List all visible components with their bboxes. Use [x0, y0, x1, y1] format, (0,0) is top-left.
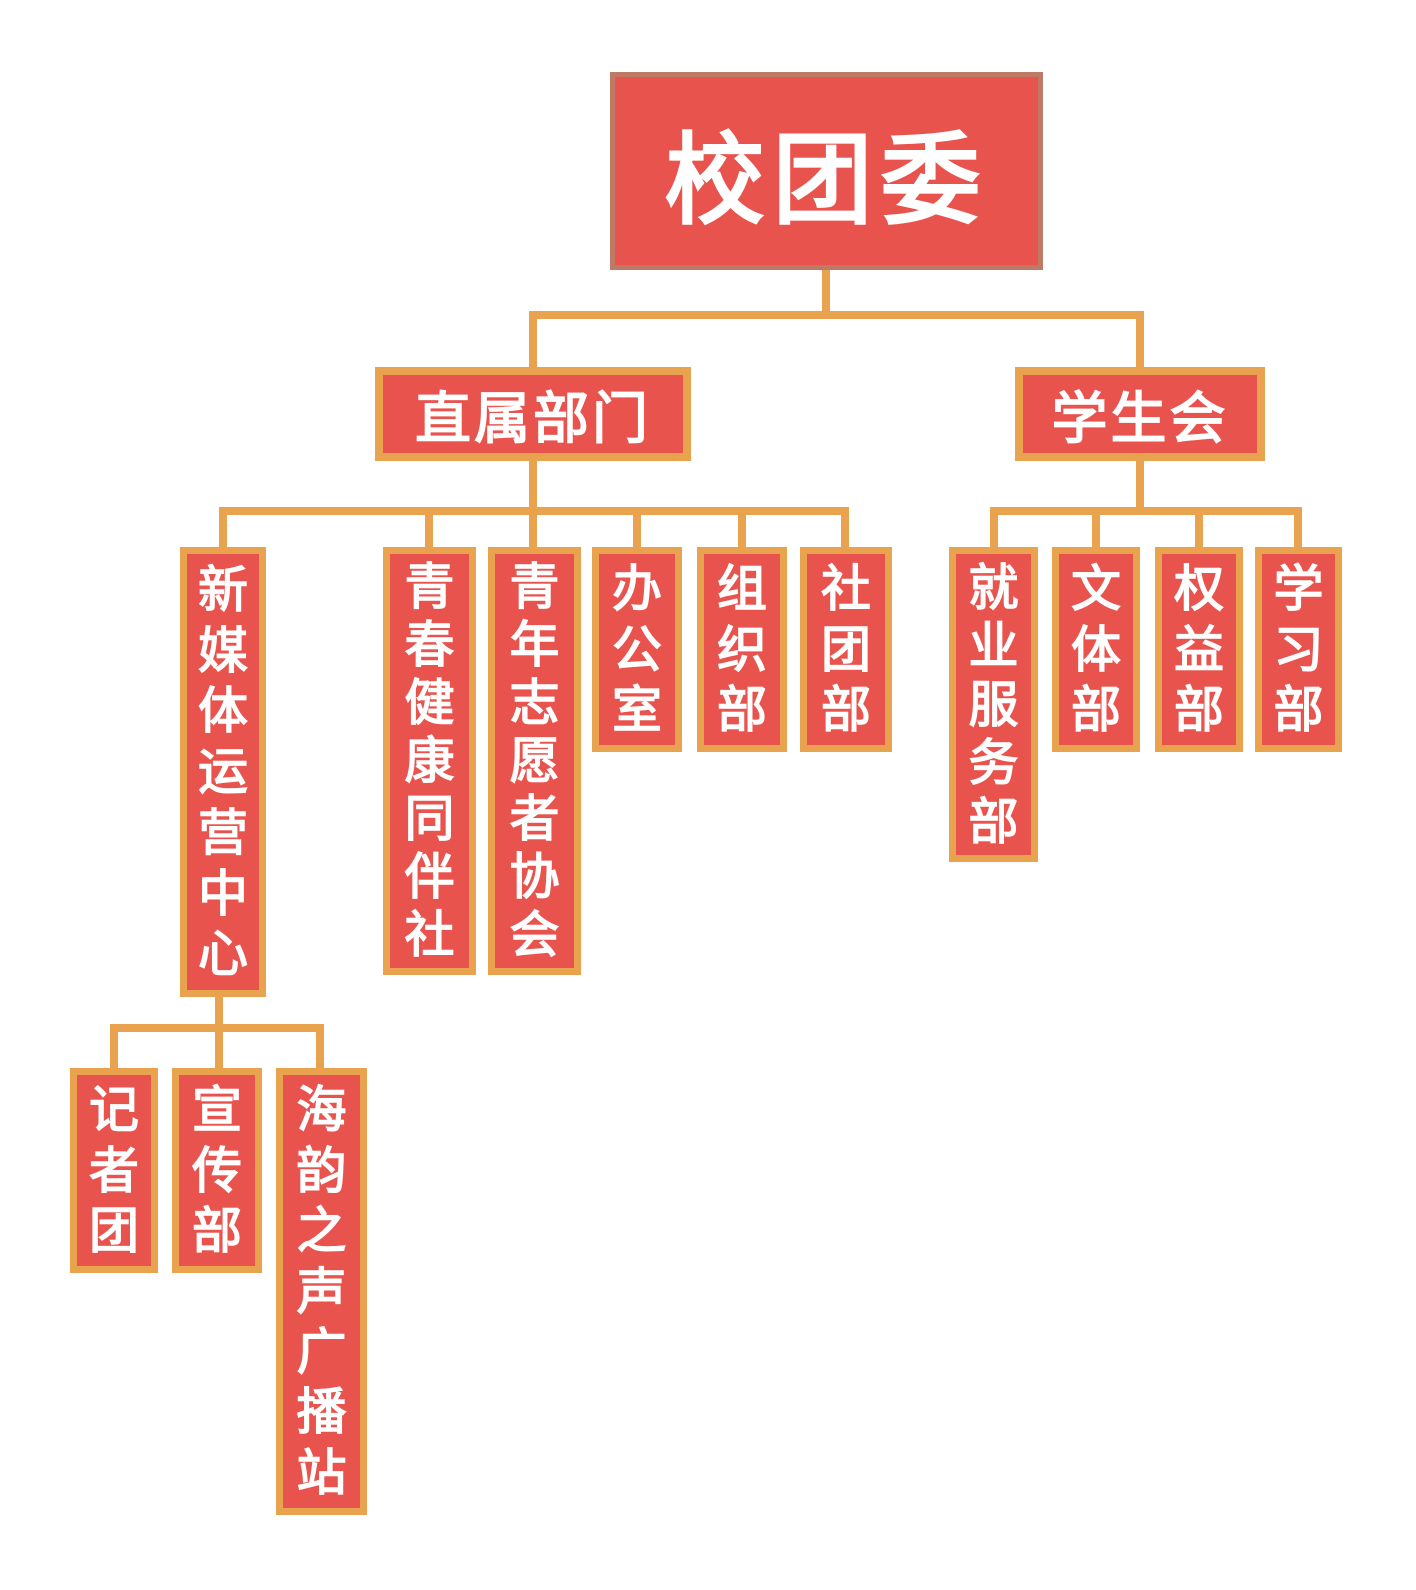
node-label: 就业服务部 — [968, 557, 1019, 851]
node-young-volunteers-association: 青年志愿者协会 — [488, 547, 581, 975]
node-label: 学习部 — [1273, 559, 1324, 739]
node-label: 文体部 — [1071, 559, 1121, 739]
node-organization-dept: 组织部 — [697, 547, 787, 752]
connector-drop-youth-health-peer-club — [425, 513, 433, 547]
node-youth-health-peer-club: 青春健康同伴社 — [383, 547, 476, 975]
connector-drop-new-media-center — [219, 513, 227, 547]
node-employment-service-dept: 就业服务部 — [949, 547, 1038, 862]
connector-drop-office — [633, 513, 641, 547]
connector-drop-organization-dept — [738, 513, 746, 547]
node-office: 办公室 — [592, 547, 682, 752]
node-label: 海韵之声广播站 — [296, 1080, 347, 1502]
connector-drop-culture-sports-dept — [1092, 513, 1100, 547]
node-label: 社团部 — [821, 559, 871, 739]
connector-root-drop — [822, 266, 830, 315]
node-new-media-operations-center: 新媒体运营中心 — [180, 547, 266, 997]
connector-direct-departments-down — [529, 456, 537, 547]
node-school-youth-league-committee: 校团委 — [610, 72, 1043, 270]
connector-root-bus — [529, 311, 1144, 319]
node-label: 组织部 — [717, 559, 767, 739]
node-label: 权益部 — [1174, 559, 1224, 739]
node-label: 新媒体运营中心 — [198, 559, 248, 984]
node-journalist-corps: 记者团 — [70, 1068, 158, 1273]
connector-student-union-bus — [990, 507, 1302, 515]
node-study-dept: 学习部 — [1255, 547, 1342, 752]
node-label: 青年志愿者协会 — [509, 557, 560, 964]
connector-drop-haiyun-voice-radio — [316, 1030, 324, 1068]
node-culture-sports-dept: 文体部 — [1052, 547, 1140, 752]
node-label: 青春健康同伴社 — [404, 557, 455, 964]
node-label: 学生会 — [1051, 385, 1229, 452]
node-rights-dept: 权益部 — [1155, 547, 1243, 752]
node-clubs-dept: 社团部 — [800, 547, 892, 752]
node-student-union: 学生会 — [1015, 367, 1265, 461]
node-direct-departments: 直属部门 — [375, 367, 691, 461]
connector-direct-departments-bus — [219, 507, 849, 515]
node-label: 宣传部 — [192, 1080, 242, 1260]
connector-drop-rights-dept — [1195, 513, 1203, 547]
connector-drop-student-union — [1136, 317, 1144, 367]
node-label: 记者团 — [89, 1080, 139, 1260]
node-haiyun-voice-radio-station: 海韵之声广播站 — [276, 1068, 367, 1515]
node-label: 校团委 — [664, 120, 989, 239]
connector-student-union-down — [1136, 456, 1144, 515]
connector-drop-employment-service-dept — [990, 513, 998, 547]
connector-drop-study-dept — [1294, 513, 1302, 547]
node-publicity-dept: 宣传部 — [172, 1068, 262, 1273]
connector-drop-direct-departments — [529, 317, 537, 367]
connector-new-media-center-bus — [110, 1024, 324, 1032]
connector-drop-journalist-corps — [110, 1030, 118, 1068]
connector-drop-clubs-dept — [841, 513, 849, 547]
node-label: 办公室 — [612, 559, 662, 739]
node-label: 直属部门 — [415, 385, 651, 452]
